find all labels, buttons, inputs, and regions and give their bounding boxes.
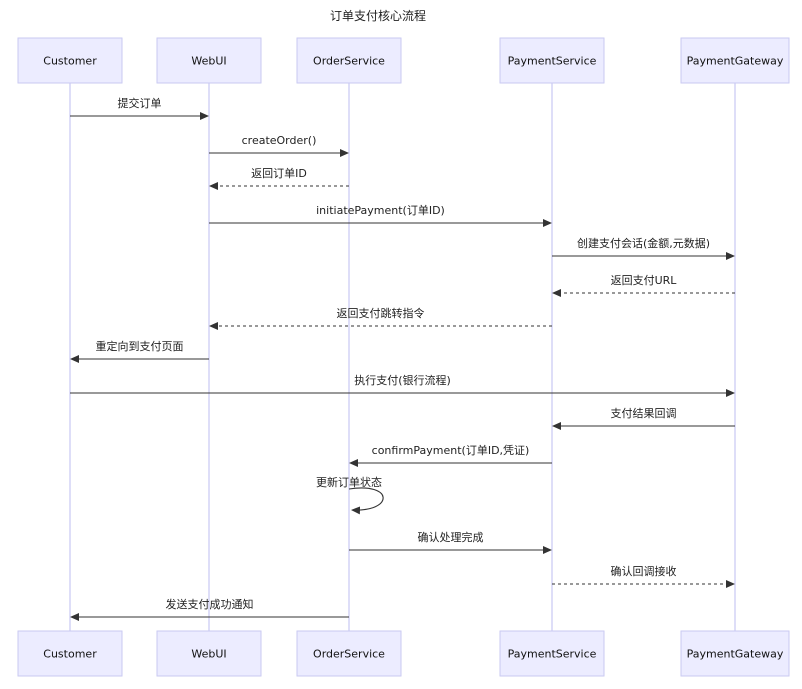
message-2: createOrder() — [209, 134, 349, 157]
message-14: 确认回调接收 — [552, 564, 735, 588]
lifelines — [69, 83, 736, 631]
actors-top: Customer WebUI OrderService PaymentService P… — [17, 37, 790, 84]
actors-bottom: Customer WebUI OrderService PaymentService P… — [17, 630, 790, 677]
message-5: 创建支付会话(金额,元数据) — [552, 236, 735, 260]
actor-order-top: OrderService — [296, 37, 402, 84]
message-8: 重定向到支付页面 — [70, 339, 209, 363]
actor-label: WebUI — [191, 55, 226, 68]
message-1: 提交订单 — [70, 96, 209, 120]
message-label: 支付结果回调 — [611, 407, 677, 420]
actor-gateway-bottom: PaymentGateway — [680, 630, 790, 677]
message-arrow — [348, 487, 384, 515]
message-9: 执行支付(银行流程) — [70, 373, 735, 397]
message-label: 确认回调接收 — [611, 564, 677, 578]
actor-box — [680, 630, 790, 677]
message-7: 返回支付跳转指令 — [209, 306, 552, 330]
message-label: initiatePayment(订单ID) — [316, 204, 445, 217]
actor-customer-bottom: Customer — [17, 630, 123, 677]
messages: 提交订单 createOrder() 返回订单ID initiatePayment(订… — [70, 96, 735, 621]
actor-label: OrderService — [313, 55, 385, 68]
message-label: confirmPayment(订单ID,凭证) — [372, 443, 530, 457]
message-label: createOrder() — [242, 134, 317, 147]
message-label: 返回订单ID — [251, 167, 307, 180]
message-10: 支付结果回调 — [552, 407, 735, 430]
actor-order-bottom: OrderService — [296, 630, 402, 677]
message-label: 提交订单 — [118, 96, 162, 110]
message-label: 执行支付(银行流程) — [354, 373, 451, 387]
message-4: initiatePayment(订单ID) — [209, 204, 552, 227]
message-15: 发送支付成功通知 — [70, 597, 349, 621]
message-3: 返回订单ID — [209, 167, 349, 190]
actor-box — [156, 630, 262, 677]
message-label: 更新订单状态 — [316, 475, 382, 489]
actor-box — [156, 37, 262, 84]
actor-box — [17, 37, 123, 84]
message-11: confirmPayment(订单ID,凭证) — [349, 443, 552, 467]
message-label: 返回支付URL — [611, 274, 678, 287]
actor-label: WebUI — [191, 648, 226, 661]
actor-label: PaymentGateway — [687, 648, 784, 661]
actor-box — [499, 37, 605, 84]
message-label: 创建支付会话(金额,元数据) — [577, 236, 710, 250]
message-13: 确认处理完成 — [349, 530, 552, 554]
actor-label: PaymentGateway — [687, 55, 784, 68]
actor-label: PaymentService — [508, 55, 597, 68]
diagram-title: 订单支付核心流程 — [330, 8, 426, 23]
message-label: 返回支付跳转指令 — [337, 306, 425, 320]
message-label: 确认处理完成 — [418, 530, 484, 544]
actor-box — [296, 630, 402, 677]
actor-box — [17, 630, 123, 677]
message-12: 更新订单状态 — [316, 475, 384, 515]
actor-box — [680, 37, 790, 84]
actor-gateway-top: PaymentGateway — [680, 37, 790, 84]
message-label: 发送支付成功通知 — [166, 597, 254, 611]
message-label: 重定向到支付页面 — [96, 339, 184, 353]
actor-label: OrderService — [313, 648, 385, 661]
message-6: 返回支付URL — [552, 274, 735, 297]
actor-label: Customer — [43, 55, 97, 68]
actor-customer-top: Customer — [17, 37, 123, 84]
actor-webui-bottom: WebUI — [156, 630, 262, 677]
actor-box — [499, 630, 605, 677]
actor-label: PaymentService — [508, 648, 597, 661]
actor-label: Customer — [43, 648, 97, 661]
actor-payment-top: PaymentService — [499, 37, 605, 84]
actor-payment-bottom: PaymentService — [499, 630, 605, 677]
actor-box — [296, 37, 402, 84]
actor-webui-top: WebUI — [156, 37, 262, 84]
